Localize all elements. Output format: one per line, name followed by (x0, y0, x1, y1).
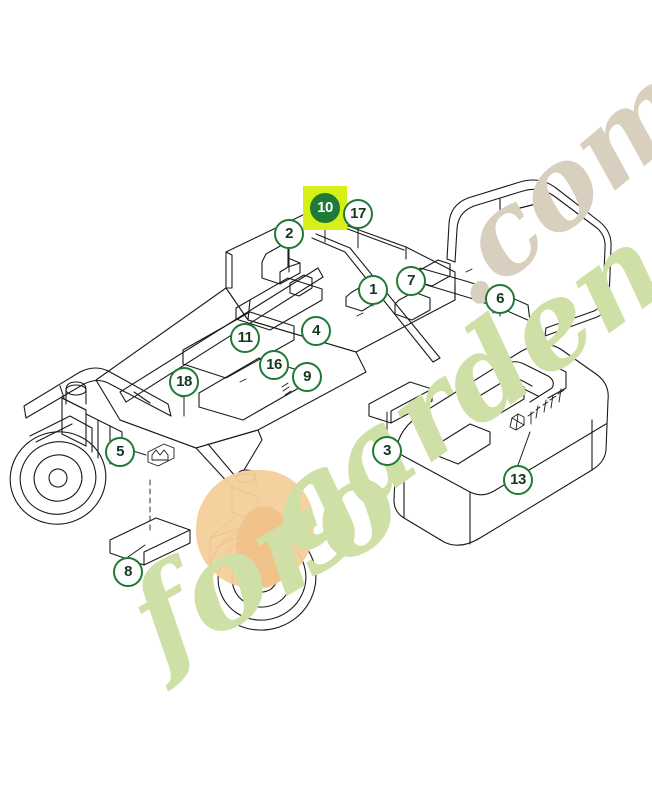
front-deck-extension (95, 287, 367, 449)
diagonal-brace (311, 233, 441, 363)
callout-2[interactable]: 2 (274, 219, 304, 249)
mounting-plate-8 (109, 517, 191, 566)
engine-cover-vents (437, 361, 567, 465)
callout-5[interactable]: 5 (105, 437, 135, 467)
front-caster-fork (209, 469, 287, 573)
callout-18[interactable]: 18 (169, 367, 199, 397)
callout-11[interactable]: 11 (230, 323, 260, 353)
callout-10[interactable]: 10 (310, 193, 340, 223)
callout-6[interactable]: 6 (485, 284, 515, 314)
callout-16[interactable]: 16 (259, 350, 289, 380)
callout-17[interactable]: 17 (343, 199, 373, 229)
callout-9[interactable]: 9 (292, 362, 322, 392)
callout-13[interactable]: 13 (503, 465, 533, 495)
callout-7[interactable]: 7 (396, 266, 426, 296)
left-caster-arm (23, 367, 172, 419)
front-caster-wheel (207, 525, 317, 631)
left-caster-wheel (9, 415, 107, 525)
callout-8[interactable]: 8 (113, 557, 143, 587)
deck-hardware-marks (239, 268, 473, 396)
husqvarna-decal-emblem (509, 388, 565, 431)
callout-3[interactable]: 3 (372, 436, 402, 466)
callout-1[interactable]: 1 (358, 275, 388, 305)
callout-4[interactable]: 4 (301, 316, 331, 346)
decal-plate-3 (368, 381, 433, 424)
roll-bar-frame (446, 179, 612, 337)
engine-cover-shell (393, 343, 609, 546)
husqvarna-crown-logo-small (147, 443, 175, 467)
